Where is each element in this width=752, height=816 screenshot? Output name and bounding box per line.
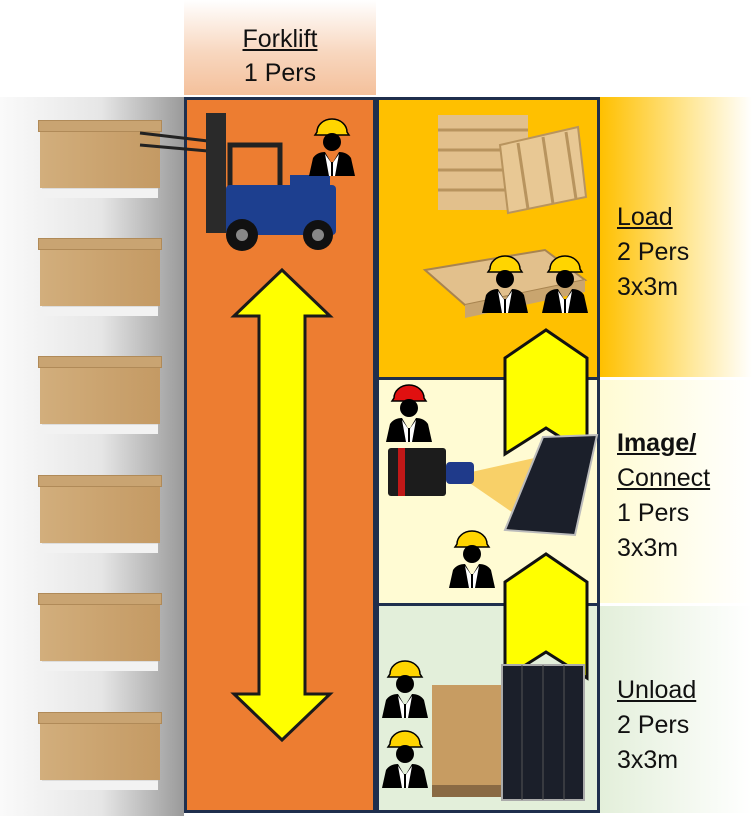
- load-size: 3x3m: [617, 273, 679, 301]
- cardboard-box-icon: [38, 238, 162, 316]
- forklift-header: Forklift 1 Pers: [184, 0, 376, 95]
- worker-icon: [382, 384, 436, 444]
- unload-size: 3x3m: [617, 746, 679, 774]
- pallet-stack-icon: [438, 115, 588, 215]
- cardboard-box-icon: [38, 475, 162, 553]
- cardboard-box-icon: [38, 593, 162, 671]
- unload-label-bg: [600, 606, 752, 813]
- connect-title: Connect: [617, 464, 711, 492]
- image-connect-label: Image/ Connect 1 Pers 3x3m: [617, 426, 710, 566]
- double-arrow-icon: [230, 267, 334, 743]
- cardboard-box-icon: [38, 356, 162, 434]
- storage-area: [0, 97, 184, 816]
- load-label: Load 2 Pers 3x3m: [617, 200, 689, 305]
- forklift-icon: [139, 113, 336, 251]
- image-label-bg: [600, 380, 752, 603]
- unload-title: Unload: [617, 676, 697, 704]
- image-persons: 1 Pers: [617, 499, 690, 527]
- worker-icon: [378, 730, 432, 790]
- forklift-title: Forklift: [242, 25, 318, 53]
- worker-icon: [478, 255, 532, 315]
- boxed-panels-icon: [432, 664, 585, 801]
- load-label-bg: [600, 97, 752, 377]
- worker-icon: [378, 660, 432, 720]
- image-size: 3x3m: [617, 534, 679, 562]
- image-title: Image/: [617, 429, 697, 457]
- unload-persons: 2 Pers: [617, 711, 690, 739]
- unload-label: Unload 2 Pers 3x3m: [617, 673, 696, 778]
- load-persons: 2 Pers: [617, 238, 690, 266]
- worker-icon: [538, 255, 592, 315]
- solar-panel-icon: [503, 433, 599, 537]
- cardboard-box-icon: [38, 712, 162, 790]
- forklift-persons: 1 Pers: [243, 59, 317, 87]
- cardboard-box-icon: [38, 120, 162, 198]
- worker-icon: [445, 530, 499, 590]
- load-title: Load: [617, 203, 673, 231]
- flow-arrow-icon: [503, 552, 589, 681]
- worker-icon: [305, 118, 359, 178]
